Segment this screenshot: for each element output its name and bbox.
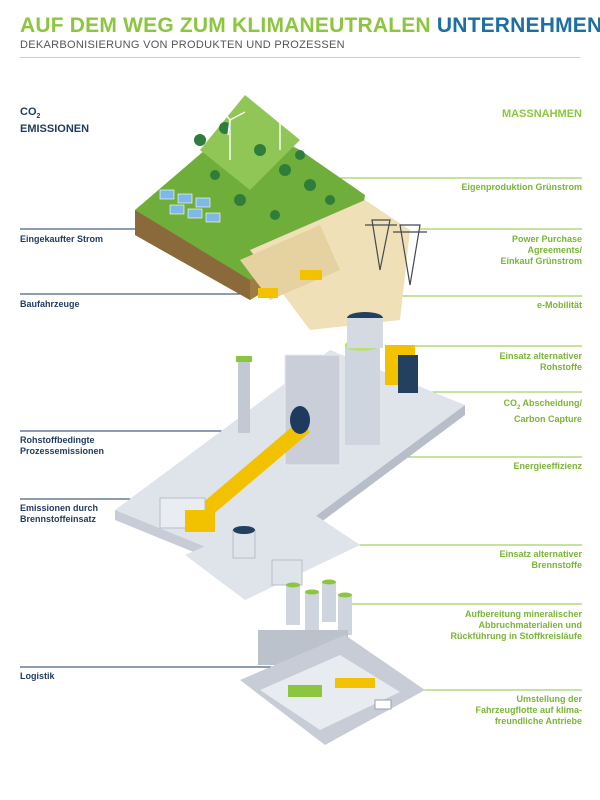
label-logistik: Logistik xyxy=(20,671,55,681)
label-eingekaufter-strom: Eingekaufter Strom xyxy=(20,234,104,244)
label-alt-rohstoffe: Einsatz alternativer Rohstoffe xyxy=(499,351,582,373)
label-ppa-line1: Power Purchase xyxy=(511,234,582,244)
chimney xyxy=(238,358,250,433)
header-divider xyxy=(20,57,580,58)
label-fahrzeugflotte-line1: Umstellung der xyxy=(516,694,582,704)
label-carbon-capture: CO2 Abscheidung/ Carbon Capture xyxy=(503,398,582,425)
truck-icon xyxy=(288,685,322,697)
train-icon xyxy=(335,678,375,688)
label-carbon-capture-line2: Carbon Capture xyxy=(513,413,582,424)
label-fahrzeugflotte-line2: Fahrzeugflotte auf klima- xyxy=(475,705,582,715)
logistics-area xyxy=(240,630,425,745)
excavator-icon xyxy=(300,270,322,280)
label-brennstoffemissionen-line1: Emissionen durch xyxy=(20,503,99,513)
emissions-heading-co: CO xyxy=(20,106,37,118)
page-subtitle: DEKARBONISIERUNG VON PRODUKTEN UND PROZE… xyxy=(20,39,345,51)
emissions-heading-sub: 2 xyxy=(36,113,41,121)
label-baufahrzeuge: Baufahrzeuge xyxy=(20,299,80,309)
wind-turbines xyxy=(217,93,296,160)
solar-panels xyxy=(159,189,221,223)
label-prozessemissionen-line1: Rohstoffbedingte xyxy=(20,435,95,445)
label-gruenstrom: Eigenproduktion Grünstrom xyxy=(461,182,583,192)
label-brennstoffemissionen: Emissionen durch Brennstoffeinsatz xyxy=(20,503,98,525)
label-aufbereitung-line2: Abbruchmaterialien und xyxy=(478,620,582,630)
label-ppa-line2: Agreements/ xyxy=(527,245,582,255)
silo xyxy=(345,345,380,445)
label-energieeffizienz: Energieeffizienz xyxy=(513,461,582,471)
label-ppa: Power Purchase Agreements/ Einkauf Grüns… xyxy=(500,234,582,267)
title-part-1: AUF DEM WEG ZUM xyxy=(20,14,233,37)
emissions-heading-text: EMISSIONEN xyxy=(20,123,90,136)
label-brennstoffemissionen-line2: Brennstoffeinsatz xyxy=(20,514,97,524)
measures-heading: MASSNAHMEN xyxy=(501,108,582,120)
fuel-tank xyxy=(232,529,256,559)
label-fahrzeugflotte: Umstellung der Fahrzeugflotte auf klima-… xyxy=(475,694,582,727)
label-emobilitaet: e-Mobilität xyxy=(537,300,582,310)
label-alt-brennstoffe-line2: Brennstoffe xyxy=(531,560,582,570)
power-pylons xyxy=(365,219,427,286)
label-carbon-capture-line1: Abscheidung/ xyxy=(520,398,582,408)
label-alt-rohstoffe-line2: Rohstoffe xyxy=(540,362,582,372)
mill-platform xyxy=(185,505,360,635)
label-aufbereitung-line3: Rückführung in Stoffkreisläufe xyxy=(450,631,582,641)
dump-truck-icon xyxy=(258,288,278,298)
label-aufbereitung: Aufbereitung mineralischer Abbruchmateri… xyxy=(450,609,582,642)
page-title: AUF DEM WEG ZUM KLIMANEUTRALEN UNTERNEHM… xyxy=(20,14,600,38)
label-prozessemissionen-line2: Prozessemissionen xyxy=(20,446,105,456)
storage-silos xyxy=(286,582,352,635)
emissions-heading: CO2 EMISSIONEN xyxy=(20,106,89,136)
label-carbon-capture-sub: 2 xyxy=(516,404,521,411)
title-part-3: UNTERNEHMEN xyxy=(430,14,600,37)
label-prozessemissionen: Rohstoffbedingte Prozessemissionen xyxy=(20,435,104,457)
label-alt-rohstoffe-line1: Einsatz alternativer xyxy=(499,351,582,361)
quarry-platform xyxy=(240,200,410,330)
label-ppa-line3: Einkauf Grünstrom xyxy=(500,256,582,266)
label-fahrzeugflotte-line3: freundliche Antriebe xyxy=(494,716,582,726)
label-alt-brennstoffe-line1: Einsatz alternativer xyxy=(499,549,582,559)
rotary-kiln xyxy=(200,420,310,517)
label-alt-brennstoffe: Einsatz alternativer Brennstoffe xyxy=(499,549,582,571)
label-carbon-capture-co: CO xyxy=(503,398,517,408)
label-aufbereitung-line1: Aufbereitung mineralischer xyxy=(464,609,582,619)
title-part-2: KLIMANEUTRALEN xyxy=(232,14,431,37)
